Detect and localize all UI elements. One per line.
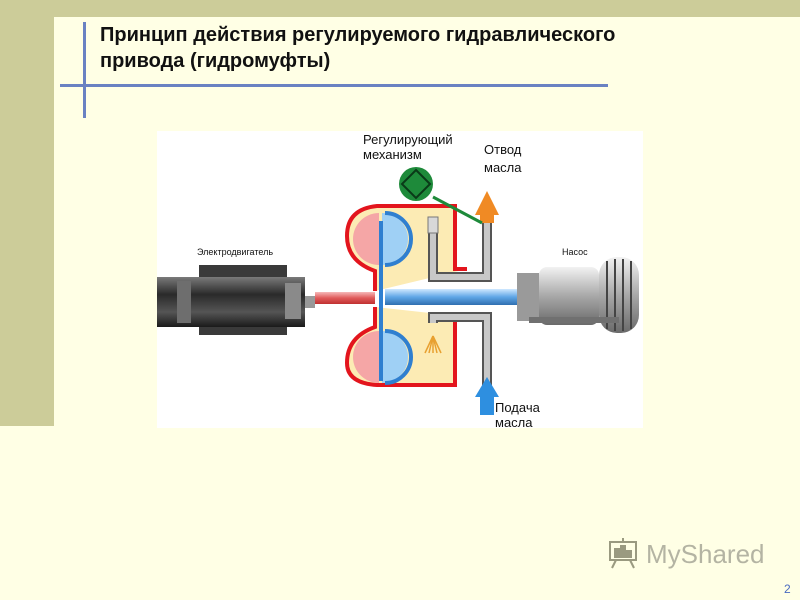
hydraulic-coupling-diagram: Регулирующий механизм Отвод масла Электр…: [157, 131, 643, 428]
inlet-label-line2: масла: [495, 415, 533, 428]
oil-outlet-arrow: [475, 191, 499, 223]
outlet-scoop-tube: [427, 216, 492, 282]
left-decor-band: [0, 0, 54, 426]
slide-title-line1: Принцип действия регулируемого гидравлич…: [100, 24, 616, 46]
electric-motor: [157, 265, 315, 335]
oil-inlet-arrow: [475, 377, 499, 415]
outlet-label-line1: Отвод: [484, 142, 522, 157]
presentation-board-icon: [609, 538, 637, 569]
regulating-label-line1: Регулирующий: [363, 132, 453, 147]
slide-title: Принцип действия регулируемого гидравлич…: [100, 22, 700, 74]
watermark-text: MyShared: [646, 539, 765, 569]
regulating-mechanism: [399, 167, 483, 225]
regulating-label-line2: механизм: [363, 147, 422, 162]
pump-label: Насос: [562, 247, 588, 257]
title-horizontal-rule: [60, 84, 608, 87]
outlet-label-line2: масла: [484, 160, 522, 175]
myshared-logo: MyShared: [606, 536, 766, 572]
motor-label: Электродвигатель: [197, 247, 273, 257]
slide-title-line2: привода (гидромуфты): [100, 50, 331, 72]
input-shaft: [315, 292, 375, 304]
page-number: 2: [784, 582, 791, 596]
output-shaft: [385, 289, 525, 305]
title-vertical-rule: [83, 22, 86, 118]
top-decor-band: [0, 0, 800, 17]
pump: [517, 257, 639, 333]
inlet-label-line1: Подача: [495, 400, 541, 415]
inlet-pipe: [424, 312, 492, 393]
